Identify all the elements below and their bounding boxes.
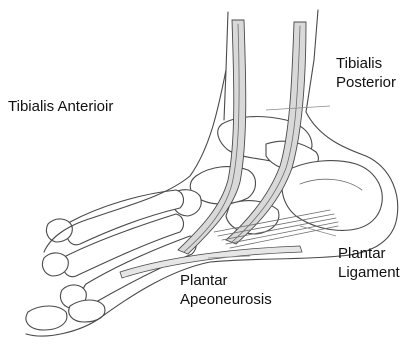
label-tibialis-posterior: Tibialis Posterior [336, 54, 396, 92]
metatarsal-bones [63, 190, 197, 303]
label-plantar-apeoneurosis-line1: Plantar [180, 271, 272, 290]
label-plantar-ligament-line2: Ligament [338, 263, 400, 282]
label-tibialis-posterior-line2: Posterior [336, 73, 396, 92]
label-tibialis-anterior-text: Tibialis Anterioir [8, 98, 113, 115]
label-plantar-apeoneurosis-line2: Apeoneurosis [180, 290, 272, 309]
label-plantar-apeoneurosis: Plantar Apeoneurosis [180, 271, 272, 309]
label-tibialis-anterior: Tibialis Anterioir [8, 97, 113, 116]
label-plantar-ligament: Plantar Ligament [338, 244, 400, 282]
label-tibialis-posterior-line1: Tibialis [336, 54, 396, 73]
label-plantar-ligament-line1: Plantar [338, 244, 400, 263]
calcaneus-bone [282, 161, 382, 231]
